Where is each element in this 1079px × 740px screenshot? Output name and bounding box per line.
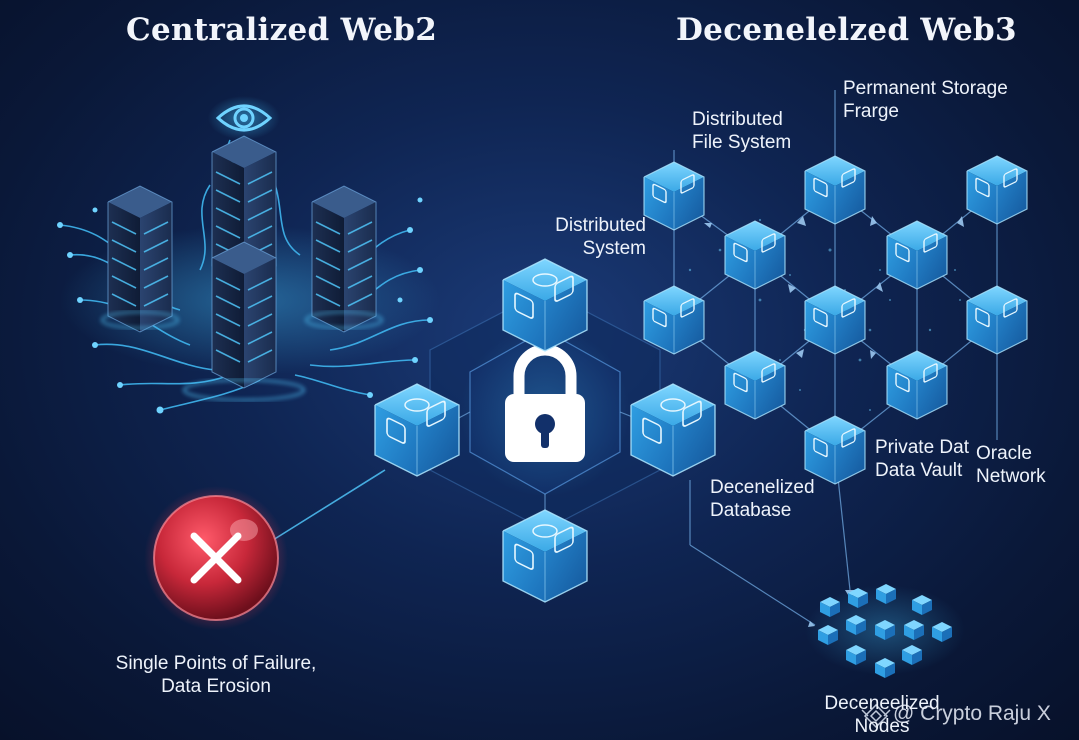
- decentralized-nodes-cluster: [805, 584, 965, 678]
- cube-distributed-file-system: [643, 161, 705, 231]
- label-line: File System: [692, 132, 792, 153]
- server-right: [311, 185, 377, 333]
- cube-network-a: [724, 220, 786, 290]
- label-oracle-network: Oracle Network: [976, 442, 1046, 488]
- cube-network-c: [643, 285, 705, 355]
- watermark-logo-icon: [861, 703, 891, 729]
- web2-server-cluster: [57, 135, 440, 414]
- label-line: Nodes: [854, 716, 910, 737]
- cube-private-data-vault: [804, 415, 866, 485]
- label-line: Single Points of Failure,: [115, 653, 317, 674]
- label-line: Private Dat: [875, 437, 969, 458]
- x-mark-icon: [144, 486, 288, 630]
- label-decentralized-nodes: Deceneelized Nodes: [812, 692, 952, 738]
- label-failure: Single Points of Failure, Data Erosion: [96, 652, 336, 698]
- label-line: Database: [710, 500, 792, 521]
- circuit-nodes: [57, 197, 433, 414]
- label-line: Data Vault: [875, 460, 963, 481]
- label-decentralized-database: Decenelized Database: [710, 476, 815, 522]
- cube-network-e: [886, 350, 948, 420]
- label-line: Frarge: [843, 101, 899, 122]
- eye-icon: [208, 96, 280, 140]
- label-line: Data Erosion: [161, 676, 271, 697]
- cube-network-d: [724, 350, 786, 420]
- label-line: Network: [976, 466, 1046, 487]
- label-line: Distributed: [555, 215, 646, 236]
- cube-oracle-network: [966, 285, 1028, 355]
- label-line: Oracle: [976, 443, 1032, 464]
- label-line: Decenelized: [710, 477, 815, 498]
- label-permanent-storage: Permanent Storage Frarge: [843, 77, 1008, 123]
- label-line: Distributed: [692, 109, 783, 130]
- label-private-data-vault: Private Dat Data Vault: [875, 436, 969, 482]
- label-distributed-system: Distributed System: [548, 214, 646, 260]
- watermark-text: @ Crypto Raju X: [893, 702, 1051, 725]
- padlock-icon: [505, 344, 585, 462]
- label-line: Permanent Storage: [843, 78, 1008, 99]
- cube-network-core: [804, 285, 866, 355]
- cube-permanent-storage: [804, 155, 866, 225]
- heading-web3: Decenelelzed Web3: [676, 12, 1017, 48]
- label-distributed-file-system: Distributed File System: [692, 108, 791, 154]
- failure-link: [264, 469, 386, 546]
- web3-network: [643, 90, 1028, 627]
- cube-center-bottom: [502, 509, 588, 603]
- cube-top-right: [966, 155, 1028, 225]
- server-front: [211, 241, 277, 389]
- label-line: Deceneelized: [824, 693, 940, 714]
- heading-web2: Centralized Web2: [126, 12, 438, 48]
- server-left: [107, 185, 173, 333]
- cube-network-b: [886, 220, 948, 290]
- label-line: System: [582, 238, 646, 259]
